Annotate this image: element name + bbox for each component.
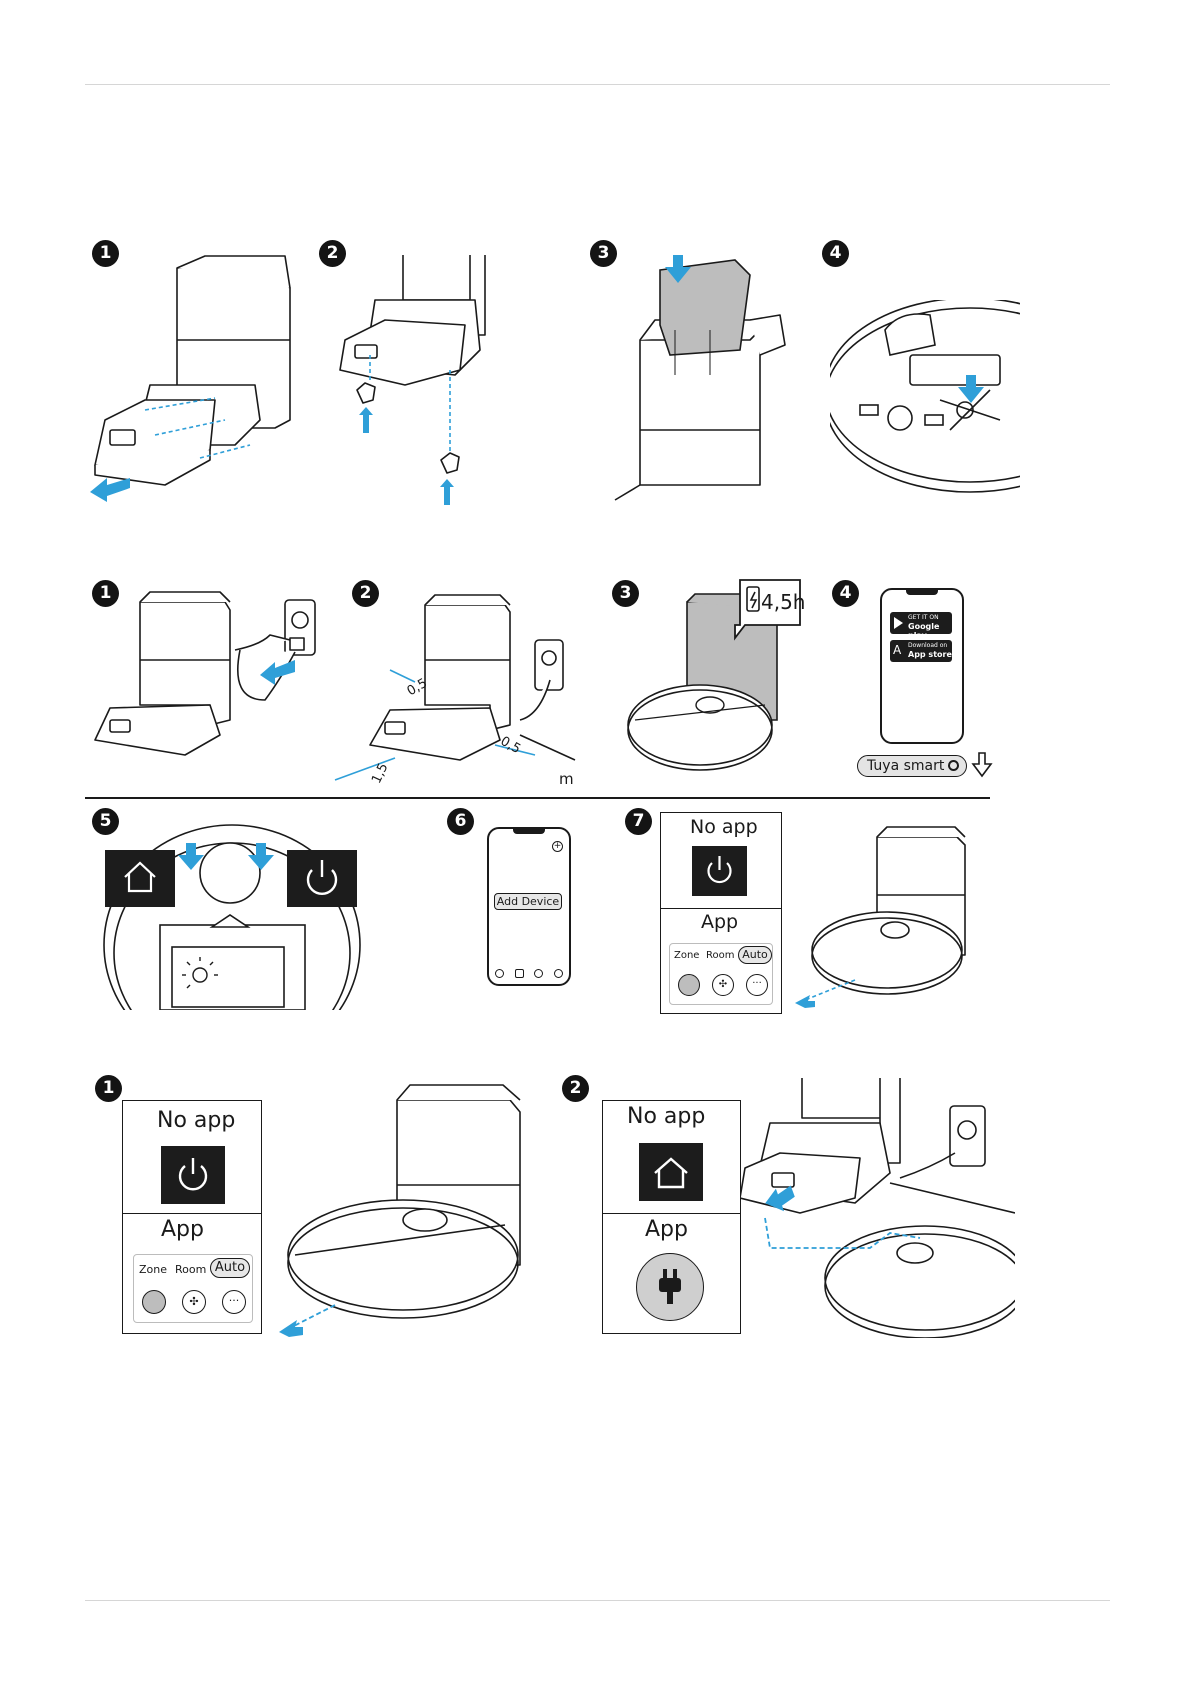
top-rule	[85, 84, 1110, 85]
mode-auto[interactable]: Auto	[210, 1258, 250, 1278]
ramp-feet-illustration	[335, 255, 525, 505]
phone-notch	[906, 590, 938, 595]
step-badge: 7	[625, 808, 652, 835]
google-play-badge[interactable]: GET IT ON Google play	[890, 612, 952, 634]
clean-icon[interactable]	[142, 1290, 166, 1314]
side-brush-illustration	[830, 300, 1020, 495]
robot-return-to-dock-illustration	[740, 1078, 1015, 1338]
up-arrow-icon	[440, 479, 454, 505]
step-badge: 1	[95, 1075, 122, 1102]
station-plug-in-illustration	[90, 590, 330, 765]
play-icon	[894, 617, 903, 629]
app-label: App	[701, 911, 738, 933]
fan-icon[interactable]: ✣	[712, 974, 734, 996]
power-icon	[161, 1146, 225, 1204]
app-mode-card: Zone Room Auto ✣ ···	[669, 943, 773, 1005]
more-icon[interactable]: ···	[222, 1290, 246, 1314]
mode-auto[interactable]: Auto	[738, 946, 772, 964]
phone-nav-bar	[495, 969, 563, 978]
station-clearance-illustration	[330, 590, 575, 790]
up-arrow-icon	[359, 407, 373, 433]
add-device-button[interactable]: Add Device	[494, 893, 562, 910]
app-store-icon: A	[893, 643, 901, 657]
power-button[interactable]	[692, 846, 747, 896]
nav-dot-icon	[554, 969, 563, 978]
phone-frame: GET IT ON Google play A Download on App …	[880, 588, 964, 744]
clean-icon[interactable]	[678, 974, 700, 996]
exit-arrow-icon	[795, 995, 815, 1008]
mode-panel: No app App	[602, 1100, 741, 1334]
power-button[interactable]	[161, 1146, 225, 1204]
phone-frame: + Add Device	[487, 827, 571, 986]
station-ramp-assembly-illustration	[85, 250, 295, 500]
phone-notch	[513, 829, 545, 834]
power-icon	[692, 846, 747, 896]
dock-plug-button[interactable]	[636, 1253, 704, 1321]
step-badge: 4	[822, 240, 849, 267]
app-store-badge[interactable]: A Download on App store	[890, 640, 952, 662]
more-icon[interactable]: ···	[746, 974, 768, 996]
step-badge: 6	[447, 808, 474, 835]
nav-dot-icon	[495, 969, 504, 978]
search-icon	[948, 760, 959, 771]
push-arrow-icon	[90, 478, 130, 502]
mode-zone[interactable]: Zone	[139, 1263, 167, 1276]
section-divider	[85, 797, 990, 799]
fan-icon[interactable]: ✣	[182, 1290, 206, 1314]
panel-divider	[603, 1213, 740, 1214]
step-badge: 3	[590, 240, 617, 267]
step-badge: 2	[562, 1075, 589, 1102]
home-button[interactable]	[639, 1143, 703, 1201]
mode-room[interactable]: Room	[706, 950, 734, 961]
mode-zone[interactable]: Zone	[674, 950, 699, 961]
home-icon	[639, 1143, 703, 1201]
panel-divider	[661, 908, 781, 909]
add-icon[interactable]: +	[552, 841, 563, 852]
mode-room[interactable]: Room	[175, 1263, 206, 1276]
mode-panel: No app App Zone Room Auto ✣ ···	[122, 1100, 262, 1334]
exit-arrow-icon	[279, 1320, 303, 1337]
charge-time-label: 4,5h	[761, 590, 805, 614]
dust-bag-insertion-illustration	[615, 245, 790, 500]
robot-leaving-dock-illustration	[275, 1080, 550, 1340]
mode-panel: No app App Zone Room Auto ✣ ···	[660, 812, 782, 1014]
app-mode-card: Zone Room Auto ✣ ···	[133, 1254, 253, 1323]
no-app-label: No app	[157, 1108, 235, 1133]
app-search-field[interactable]: Tuya smart	[857, 755, 967, 777]
no-app-label: No app	[627, 1104, 705, 1129]
download-icon	[972, 752, 992, 778]
wifi-pairing-illustration	[100, 815, 365, 1010]
nav-dot-icon	[534, 969, 543, 978]
unit-label: m	[559, 770, 574, 788]
app-label: App	[645, 1217, 688, 1242]
robot-leaving-dock-illustration	[795, 825, 995, 1010]
step-badge: 4	[832, 580, 859, 607]
app-label: App	[161, 1217, 204, 1242]
plug-icon	[637, 1254, 703, 1320]
nav-dot-icon	[515, 969, 524, 978]
bottom-rule	[85, 1600, 1110, 1601]
no-app-label: No app	[690, 816, 758, 838]
panel-divider	[123, 1213, 261, 1214]
